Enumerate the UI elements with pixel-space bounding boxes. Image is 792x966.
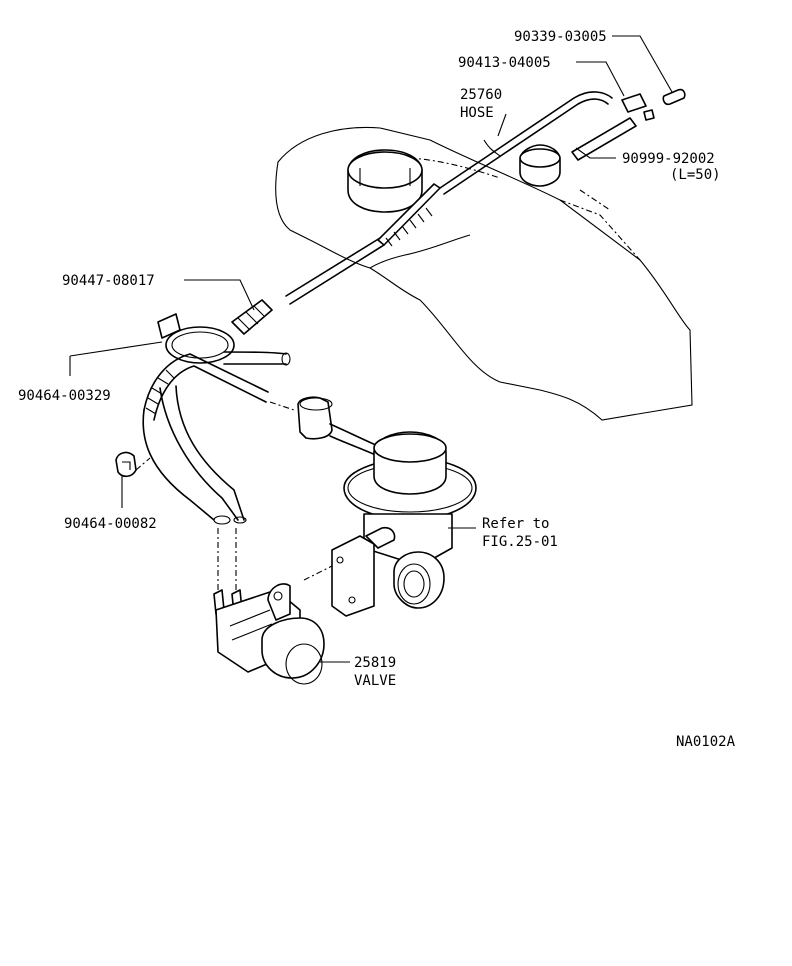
part-name-hose: HOSE: [460, 105, 494, 121]
hose-25760: [285, 91, 613, 305]
fitting-90413: [621, 93, 655, 121]
oil-cap: [347, 149, 423, 213]
part-number-valve: 25819: [354, 655, 396, 671]
hose-90999: [571, 117, 637, 161]
part-label-90464-00329: 90464-00329: [18, 388, 111, 404]
part-number-hose: 25760: [460, 87, 502, 103]
part-length-90999: (L=50): [670, 167, 721, 183]
fitting-90339: [662, 88, 686, 106]
vacuum-cap-port: [519, 144, 561, 187]
part-label-90464-00082: 90464-00082: [64, 516, 157, 532]
clip-90464-00082: [115, 451, 151, 478]
part-label-90339-03005: 90339-03005: [514, 29, 607, 45]
engine-outline: [275, 126, 693, 421]
diagram-id: NA0102A: [676, 734, 736, 750]
vacuum-hose-to-egr: [269, 396, 379, 457]
egr-valve: [303, 431, 477, 617]
clamp-90447: [231, 299, 273, 335]
vsv-valve-25819: [213, 528, 325, 685]
leader-lines: [69, 35, 673, 663]
part-label-90447-08017: 90447-08017: [62, 273, 155, 289]
part-label-90413-04005: 90413-04005: [458, 55, 551, 71]
vacuum-hose-bundle: [142, 353, 269, 525]
reference-label-line1: Refer to: [482, 516, 549, 532]
part-name-valve: VALVE: [354, 673, 396, 689]
part-label-90999-92002: 90999-92002: [622, 151, 715, 167]
reference-label-line2: FIG.25-01: [482, 534, 558, 550]
clamp-90464-00329: [157, 313, 291, 366]
